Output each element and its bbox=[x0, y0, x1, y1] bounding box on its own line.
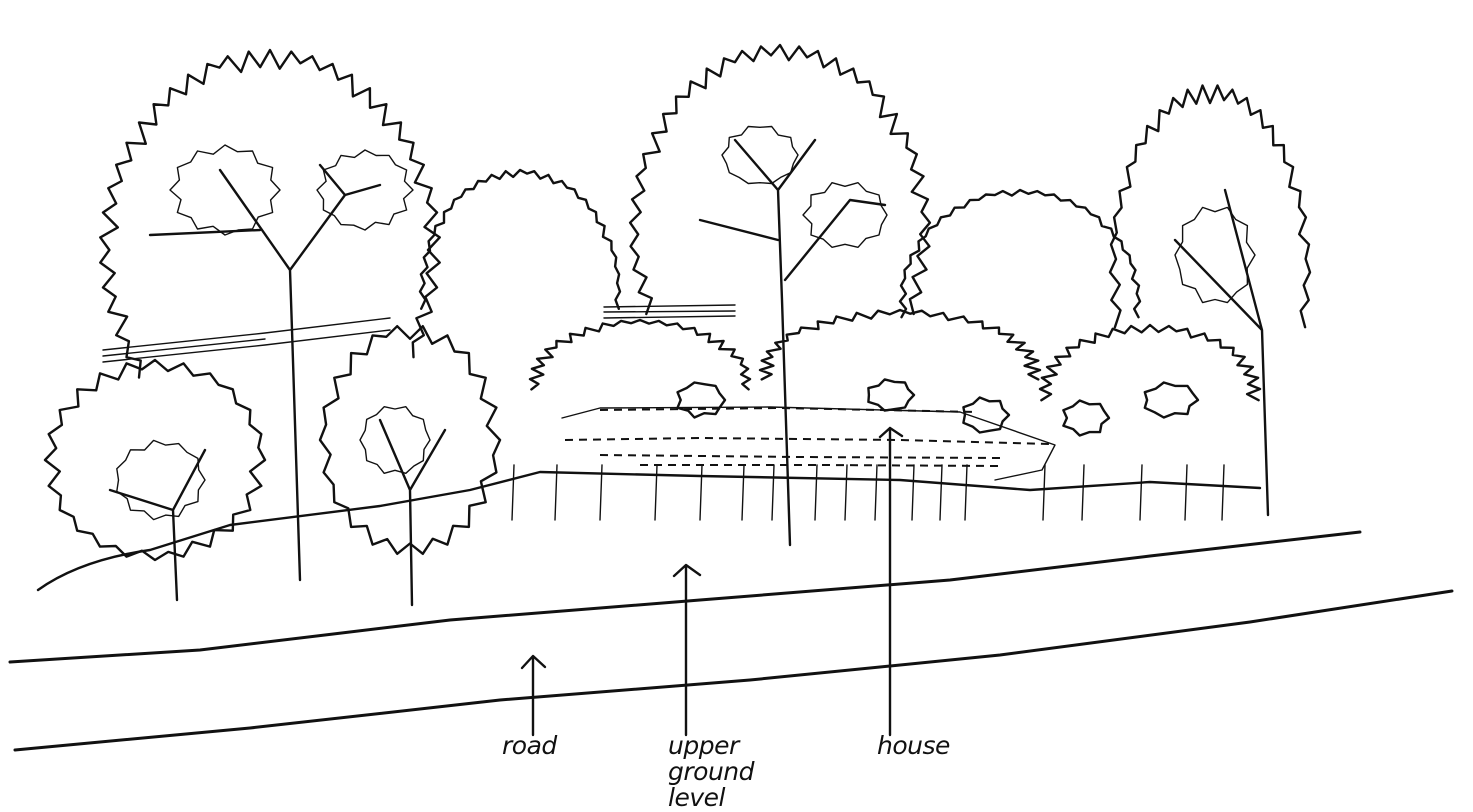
tree-trunk bbox=[150, 165, 380, 580]
small-tree-stem bbox=[965, 465, 967, 520]
small-tree-stem bbox=[742, 465, 744, 520]
tree-trunk bbox=[110, 450, 205, 600]
tree-canopy-outline bbox=[1145, 383, 1198, 418]
small-tree-stem bbox=[815, 465, 817, 520]
house-label: house bbox=[877, 733, 950, 759]
tree-trunk bbox=[380, 420, 445, 605]
tree-trunk bbox=[1175, 190, 1268, 515]
small-tree-stem bbox=[940, 465, 942, 520]
tree-canopy-outline bbox=[1110, 86, 1310, 328]
background-fence bbox=[103, 305, 735, 362]
small-tree-stem bbox=[1082, 465, 1084, 520]
tree-canopy-outline bbox=[722, 127, 798, 184]
small-tree-stem bbox=[512, 465, 514, 520]
tree-canopy-outline bbox=[868, 379, 914, 410]
small-tree-stem bbox=[1222, 465, 1224, 520]
small-tree-stem bbox=[1140, 465, 1142, 520]
tree-canopy-outline bbox=[117, 440, 205, 519]
tree-canopy-outline bbox=[530, 320, 750, 389]
tree-canopy-outline bbox=[1040, 325, 1260, 400]
tree-canopy-outline bbox=[360, 407, 430, 474]
small-tree-stem bbox=[772, 465, 774, 520]
tree-canopy-outline bbox=[45, 360, 265, 560]
tree-canopy-outline bbox=[900, 190, 1140, 317]
tree-canopy-outline bbox=[1063, 401, 1109, 436]
road-label: road bbox=[502, 733, 557, 759]
tree-trunk bbox=[700, 140, 885, 545]
tree-canopy-outline bbox=[420, 170, 620, 309]
small-tree-stem bbox=[700, 465, 702, 520]
house-outline bbox=[562, 407, 1055, 480]
tree-canopies bbox=[45, 45, 1310, 560]
small-tree-stem bbox=[655, 465, 657, 520]
tree-trunks bbox=[110, 140, 1268, 605]
small-tree-stem bbox=[875, 465, 877, 520]
tree-canopy-outline bbox=[803, 183, 887, 248]
tree-canopy-outline bbox=[678, 383, 726, 418]
upper-ground-level-label: upper ground level bbox=[668, 733, 818, 811]
small-tree-stem bbox=[912, 465, 914, 520]
small-tree-stem bbox=[1043, 465, 1045, 520]
small-tree-stem bbox=[845, 465, 847, 520]
small-tree-stem bbox=[1185, 465, 1187, 520]
tree-canopy-outline bbox=[760, 310, 1040, 379]
tree-canopy-outline bbox=[170, 145, 280, 235]
road-edge-bottom bbox=[15, 591, 1452, 750]
